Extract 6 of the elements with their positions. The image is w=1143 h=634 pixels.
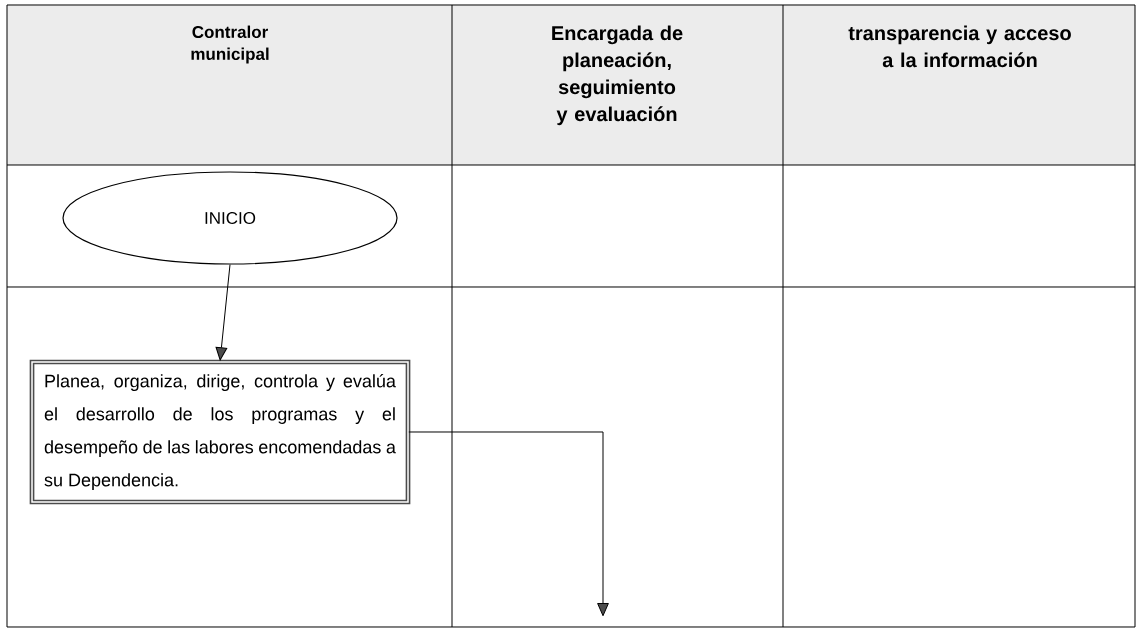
arrow [215,264,231,361]
column-header: Encargada de planeación, seguimiento y evaluación [552,25,683,126]
arrow [408,431,609,617]
column-header: Contralor municipal [191,25,269,64]
process-box: Planea, organiza, dirige, controla y evalúa el desarrollo de los programas y el desempeño de las labores encomendadas a su Dependencia. [29,359,411,505]
column-header: transparencia y acceso a la información [848,25,1071,68]
